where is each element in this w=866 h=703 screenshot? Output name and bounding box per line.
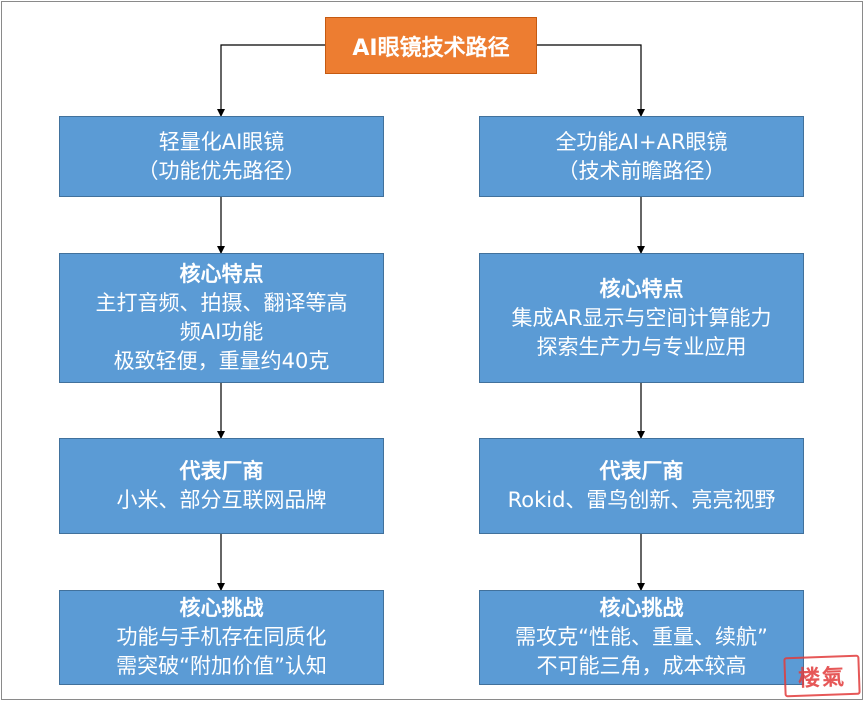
left-branch-title: 轻量化AI眼镜 (158, 129, 285, 154)
right-features-line: 探索生产力与专业应用 (536, 334, 747, 359)
right-branch-node: 全功能AI+AR眼镜 （技术前瞻路径） (479, 116, 804, 197)
left-challenges-line: 功能与手机存在同质化 (116, 625, 327, 649)
left-features-node: 核心特点 主打音频、拍摄、翻译等高 频AI功能 极致轻便，重量约40克 (59, 253, 384, 383)
right-features-heading: 核心特点 (599, 276, 684, 301)
watermark-stamp: 楼氣 (783, 654, 861, 698)
left-features-line: 主打音频、拍摄、翻译等高 (95, 291, 348, 315)
left-challenges-line: 需突破“附加价值”认知 (116, 654, 327, 678)
left-branch-node: 轻量化AI眼镜 （功能优先路径） (59, 116, 384, 197)
root-node: AI眼镜技术路径 (325, 17, 537, 74)
right-vendors-heading: 代表厂商 (599, 459, 684, 483)
right-challenges-node: 核心挑战 需攻克“性能、重量、续航” 不可能三角，成本较高 (479, 590, 804, 685)
watermark-text: 楼氣 (797, 665, 847, 692)
right-vendors-node: 代表厂商 Rokid、雷鸟创新、亮亮视野 (479, 438, 804, 534)
left-challenges-heading: 核心挑战 (179, 596, 264, 620)
left-features-line: 极致轻便，重量约40克 (113, 349, 330, 373)
connector-root-left (217, 44, 325, 117)
left-branch-subtitle: （功能优先路径） (137, 158, 306, 183)
right-branch-subtitle: （技术前瞻路径） (557, 158, 726, 183)
connector-root-right (537, 44, 645, 117)
right-vendors-line: Rokid、雷鸟创新、亮亮视野 (507, 488, 776, 512)
right-challenges-heading: 核心挑战 (599, 596, 684, 620)
right-branch-title: 全功能AI+AR眼镜 (555, 129, 728, 154)
left-features-heading: 核心特点 (179, 262, 264, 286)
left-features-line: 频AI功能 (179, 320, 264, 344)
left-vendors-node: 代表厂商 小米、部分互联网品牌 (59, 438, 384, 534)
right-challenges-line: 不可能三角，成本较高 (536, 654, 747, 678)
right-features-line: 集成AR显示与空间计算能力 (511, 305, 772, 330)
root-title: AI眼镜技术路径 (352, 35, 510, 61)
left-vendors-line: 小米、部分互联网品牌 (116, 488, 327, 512)
right-features-node: 核心特点 集成AR显示与空间计算能力 探索生产力与专业应用 (479, 253, 804, 383)
left-challenges-node: 核心挑战 功能与手机存在同质化 需突破“附加价值”认知 (59, 590, 384, 685)
left-vendors-heading: 代表厂商 (179, 459, 264, 483)
right-challenges-line: 需攻克“性能、重量、续航” (515, 625, 768, 649)
